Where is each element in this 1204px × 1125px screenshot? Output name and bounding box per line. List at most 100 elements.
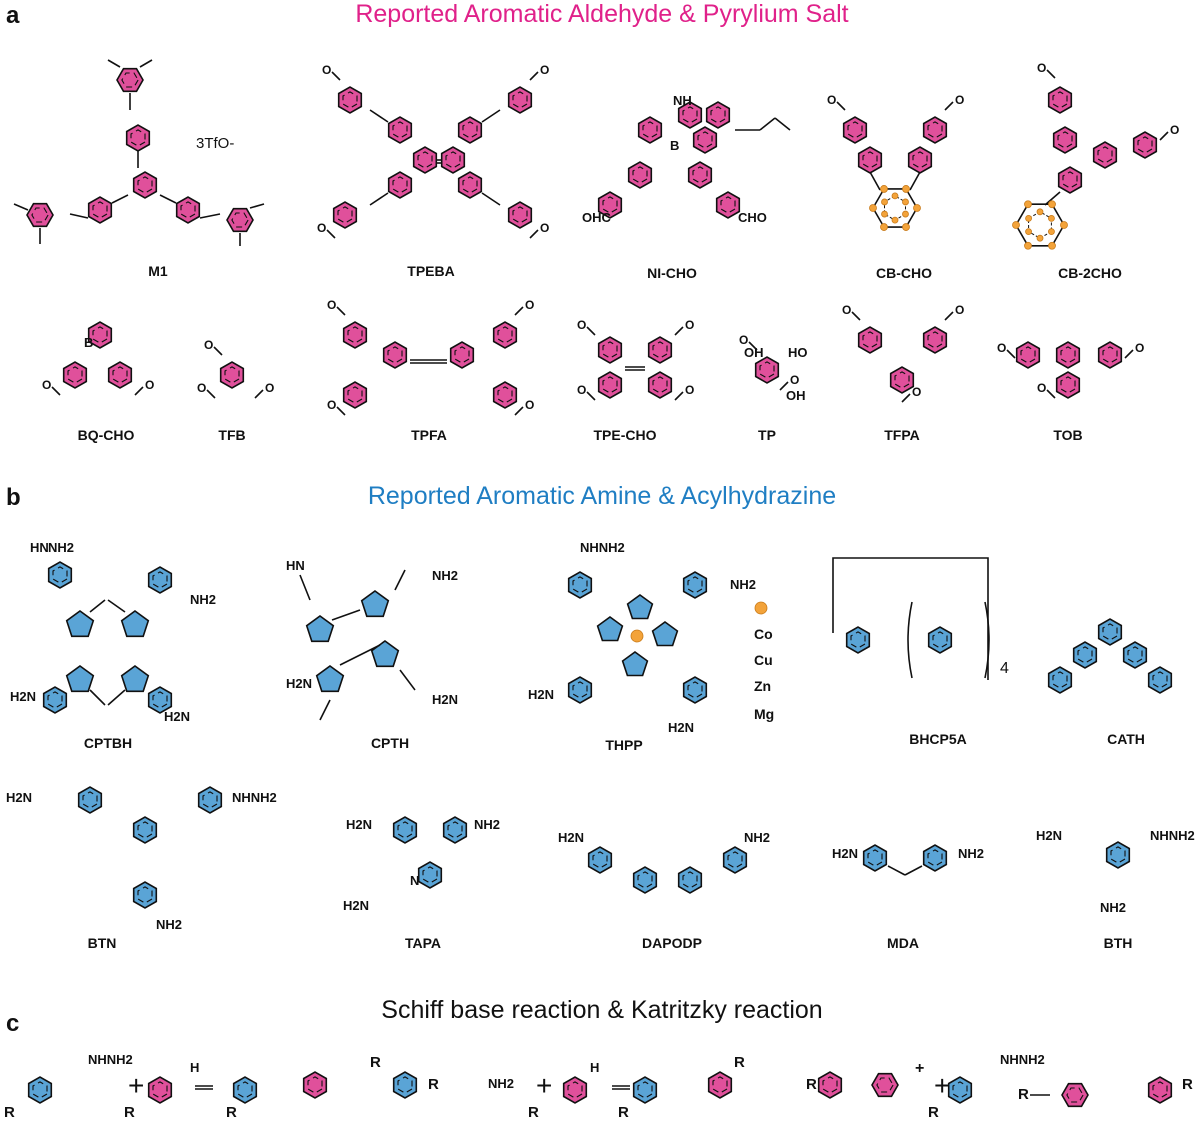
cage-atom bbox=[1060, 221, 1068, 229]
aldehyde-oxygen: O bbox=[739, 333, 748, 347]
ring-inner-bond bbox=[237, 1081, 253, 1099]
aldehyde-oxygen: O bbox=[204, 338, 213, 352]
cage-atom bbox=[902, 223, 910, 231]
benzene-ring bbox=[754, 356, 780, 384]
ring-inner-bond bbox=[572, 576, 588, 594]
ring-inner-bond bbox=[347, 326, 363, 344]
aldehyde-oxygen: O bbox=[577, 383, 586, 397]
cage-atom bbox=[1048, 241, 1056, 250]
benzene-ring bbox=[1147, 1076, 1173, 1104]
bond bbox=[13, 203, 29, 211]
label-cho: CHO bbox=[738, 210, 767, 225]
cage-atom bbox=[1048, 200, 1056, 209]
cage-atom bbox=[881, 198, 888, 206]
aldehyde-oxygen: O bbox=[790, 373, 799, 387]
bond bbox=[107, 689, 126, 706]
ring-inner-bond bbox=[67, 366, 83, 384]
ring-inner-bond bbox=[1057, 131, 1073, 149]
benzene-ring bbox=[1057, 166, 1083, 194]
bond bbox=[299, 574, 311, 601]
benzene-ring bbox=[197, 786, 223, 814]
benzene-ring bbox=[507, 86, 533, 114]
benzene-ring bbox=[132, 816, 158, 844]
label-h2n-cpth: H2N bbox=[286, 676, 313, 691]
metal-co: Co bbox=[754, 626, 773, 642]
ring-inner-bond bbox=[462, 121, 478, 139]
ring-inner-bond bbox=[462, 176, 478, 194]
metal-center bbox=[630, 629, 644, 643]
aldehyde-bond bbox=[1159, 131, 1169, 141]
aldehyde-oxygen: O bbox=[327, 298, 336, 312]
bond bbox=[369, 109, 389, 123]
ring-inner-bond bbox=[1062, 171, 1078, 189]
bond bbox=[111, 194, 129, 204]
ring-inner-bond bbox=[387, 346, 403, 364]
ring-inner-bond bbox=[202, 791, 218, 809]
ring-inner-bond bbox=[121, 72, 139, 88]
benzene-ring bbox=[562, 1076, 588, 1104]
ring-inner-bond bbox=[912, 151, 928, 169]
ring-inner-bond bbox=[652, 376, 668, 394]
benzene-ring bbox=[567, 676, 593, 704]
benzene-ring bbox=[132, 881, 158, 909]
aldehyde-oxygen: O bbox=[997, 341, 1006, 355]
benzene-ring bbox=[387, 171, 413, 199]
benzene-ring bbox=[1097, 341, 1123, 369]
carborane-inner bbox=[1028, 211, 1052, 239]
ring-inner-bond bbox=[1097, 146, 1113, 164]
ring-inner-bond bbox=[927, 849, 943, 867]
ring-inner-bond bbox=[927, 121, 943, 139]
plus-sign-rxn3: + bbox=[934, 1070, 951, 1101]
benzene-ring bbox=[387, 116, 413, 144]
pyrrole-ring bbox=[360, 590, 390, 618]
ring-inner-bond bbox=[152, 1081, 168, 1099]
label-nh2-dapodp: NH2 bbox=[744, 830, 771, 845]
label-r-4: R bbox=[370, 1054, 381, 1071]
ring-inner-bond bbox=[307, 1076, 323, 1094]
carborane-inner bbox=[884, 195, 906, 221]
benzene-ring bbox=[342, 321, 368, 349]
cage-atom bbox=[891, 216, 899, 224]
aldehyde-oxygen: O bbox=[955, 303, 964, 317]
benzene-ring bbox=[392, 1071, 418, 1099]
ring-inner-bond bbox=[497, 326, 513, 344]
aldehyde-bond bbox=[134, 386, 144, 396]
ring-inner-bond bbox=[152, 571, 168, 589]
label-ohc: OHC bbox=[582, 210, 611, 225]
aldehyde-oxygen: O bbox=[525, 398, 534, 412]
bond bbox=[481, 192, 501, 206]
caption-m1: M1 bbox=[148, 263, 168, 279]
bond bbox=[249, 203, 265, 209]
benzene-ring bbox=[1147, 666, 1173, 694]
panel-letter-a: a bbox=[6, 2, 20, 29]
benzene-ring bbox=[857, 146, 883, 174]
ring-inner-bond bbox=[602, 196, 618, 214]
caption-tpe-cho: TPE-CHO bbox=[593, 427, 657, 443]
bond bbox=[69, 213, 89, 219]
ring-inner-bond bbox=[1052, 91, 1068, 109]
benzene-ring bbox=[705, 101, 731, 129]
benzene-ring bbox=[392, 816, 418, 844]
benzene-ring bbox=[682, 571, 708, 599]
label-nh2-mda: NH2 bbox=[958, 846, 985, 861]
bond bbox=[481, 109, 501, 123]
benzene-ring bbox=[147, 1076, 173, 1104]
label-oh-tp-2: OH bbox=[786, 388, 806, 403]
ring-inner-bond bbox=[847, 121, 863, 139]
caption-btn: BTN bbox=[87, 935, 117, 951]
metal-zn: Zn bbox=[754, 678, 772, 694]
benzene-ring bbox=[1132, 131, 1158, 159]
aldehyde-bond bbox=[901, 393, 911, 403]
label-nh2-cpth: NH2 bbox=[432, 568, 459, 583]
pyrrole-ring bbox=[120, 665, 150, 693]
ring-inner-bond bbox=[32, 1081, 48, 1099]
ring-inner-bond bbox=[1110, 846, 1126, 864]
label-r-9: R bbox=[806, 1076, 817, 1093]
aldehyde-bond bbox=[586, 326, 596, 336]
aldehyde-bond bbox=[514, 406, 524, 416]
pyrylium-ring bbox=[871, 1072, 899, 1098]
cage-atom bbox=[1025, 214, 1032, 222]
plus-sign-rxn2: + bbox=[536, 1070, 553, 1101]
ring-inner-bond bbox=[867, 849, 883, 867]
label-h2n-cptbh: H2N bbox=[10, 689, 37, 704]
